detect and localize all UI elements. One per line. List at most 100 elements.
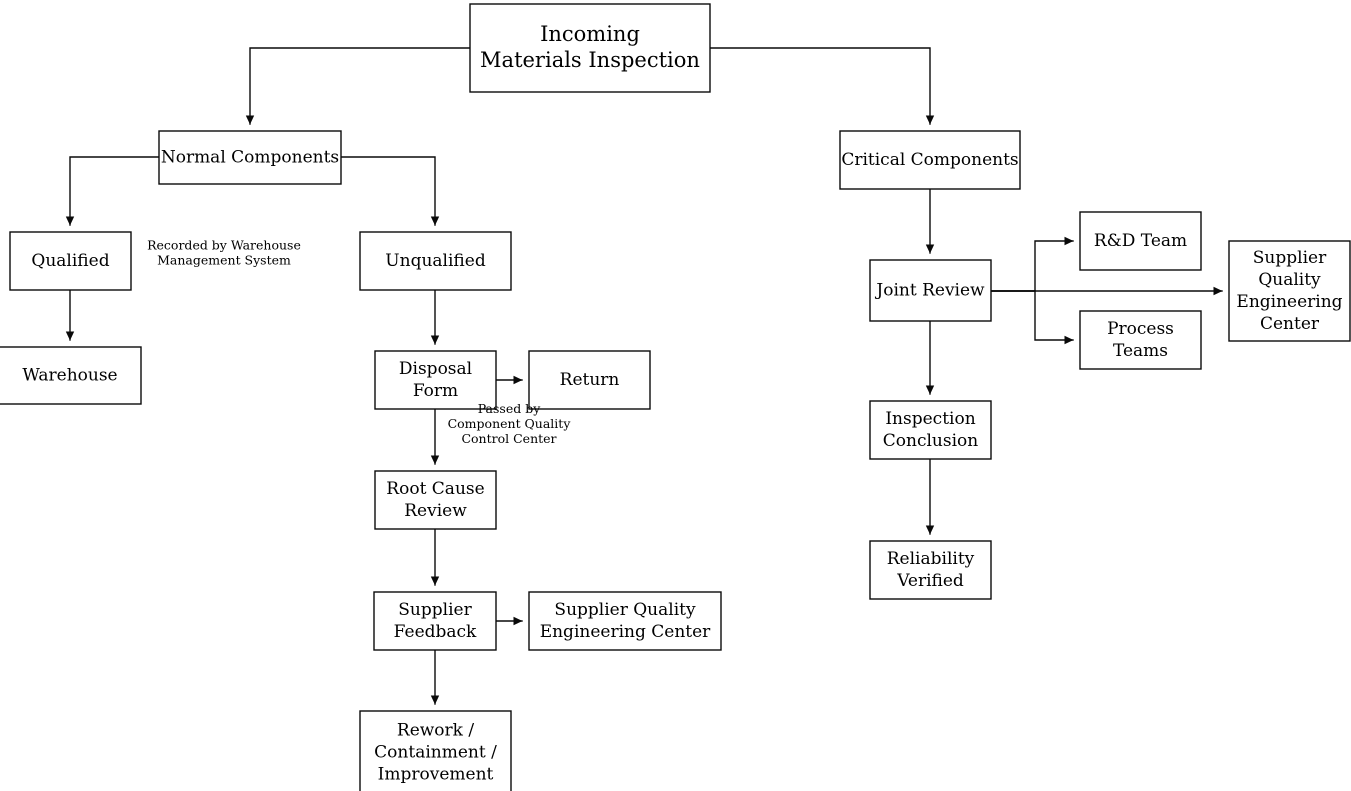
flow-node-joint-review[interactable]: Joint Review: [869, 259, 992, 322]
edge-arrowhead: [1213, 286, 1223, 296]
node-box[interactable]: [469, 3, 711, 93]
edge-label-line: Recorded by Warehouse: [147, 237, 301, 252]
edge-label-line: Component Quality: [448, 416, 572, 431]
node-label-line: Joint Review: [874, 280, 985, 300]
node-label-line: Improvement: [378, 764, 494, 784]
node-label: Qualified: [31, 251, 109, 271]
flow-edge: [925, 188, 935, 254]
node-label-line: Warehouse: [22, 365, 117, 385]
flow-edge: [65, 156, 160, 226]
flow-node-qualified[interactable]: Qualified: [9, 231, 132, 291]
node-box[interactable]: [359, 231, 512, 291]
node-label-line: Supplier Quality: [554, 600, 696, 620]
node-label: Joint Review: [874, 280, 985, 300]
edge-arrowhead: [65, 216, 75, 226]
node-box[interactable]: [869, 400, 992, 460]
node-box[interactable]: [1079, 211, 1202, 271]
node-label-line: Disposal: [399, 359, 472, 379]
node-box[interactable]: [528, 591, 722, 651]
flow-node-warehouse[interactable]: Warehouse: [0, 346, 142, 405]
node-label-line: Materials Inspection: [480, 48, 700, 72]
node-box[interactable]: [374, 350, 497, 410]
node-box[interactable]: [1228, 240, 1351, 342]
flow-edge: [245, 47, 471, 125]
node-box[interactable]: [839, 130, 1021, 190]
edge-label-line: Passed by: [478, 401, 542, 416]
node-box[interactable]: [869, 259, 992, 322]
node-label-line: Qualified: [31, 251, 109, 271]
node-label-line: Unqualified: [385, 251, 486, 271]
flow-node-return[interactable]: Return: [528, 350, 651, 410]
flow-edge: [430, 289, 440, 345]
flow-edge: [709, 47, 935, 125]
edge-label-line: Management System: [157, 252, 291, 267]
node-label: R&D Team: [1094, 231, 1187, 251]
node-label: Warehouse: [22, 365, 117, 385]
flow-edge: [430, 649, 440, 705]
node-label-line: Return: [560, 370, 620, 390]
node-label: Normal Components: [161, 147, 339, 167]
node-box[interactable]: [869, 540, 992, 600]
node-label: Rework /Containment /Improvement: [374, 720, 497, 784]
node-label-line: Normal Components: [161, 147, 339, 167]
flow-node-critical-components[interactable]: Critical Components: [839, 130, 1021, 190]
edge-arrowhead: [65, 331, 75, 341]
flow-edge: [495, 375, 523, 385]
flow-node-rework[interactable]: Rework /Containment /Improvement: [359, 710, 512, 791]
edge-arrowhead: [430, 335, 440, 345]
node-label-line: Conclusion: [883, 431, 978, 451]
edge-arrowhead: [1064, 236, 1074, 246]
node-label-line: Center: [1260, 314, 1320, 334]
edge-line: [69, 156, 160, 226]
node-box[interactable]: [0, 346, 142, 405]
flow-node-rd-team[interactable]: R&D Team: [1079, 211, 1202, 271]
edge-arrowhead: [925, 244, 935, 254]
edge-arrowhead: [925, 525, 935, 535]
edge-arrowhead: [245, 115, 255, 125]
flow-edge: [430, 408, 440, 465]
flow-node-normal-components[interactable]: Normal Components: [158, 130, 342, 185]
node-label-line: Critical Components: [841, 150, 1018, 170]
node-label-line: Containment /: [374, 742, 497, 762]
node-label-line: Rework /: [397, 720, 474, 740]
flow-edge: [65, 289, 75, 341]
node-box[interactable]: [158, 130, 342, 185]
node-box[interactable]: [528, 350, 651, 410]
node-box[interactable]: [374, 470, 497, 530]
node-box[interactable]: [359, 710, 512, 791]
node-box[interactable]: [373, 591, 497, 651]
node-label-line: Inspection: [885, 409, 975, 429]
node-label-line: Supplier: [1253, 248, 1327, 268]
node-box[interactable]: [9, 231, 132, 291]
node-box[interactable]: [1079, 310, 1202, 370]
edge-arrowhead: [430, 455, 440, 465]
node-label-line: Incoming: [540, 22, 640, 46]
edge-line: [340, 156, 436, 226]
edge-arrowhead: [513, 375, 523, 385]
node-label-line: Supplier: [398, 600, 472, 620]
flow-edge: [990, 290, 1074, 345]
flow-node-unqualified[interactable]: Unqualified: [359, 231, 512, 291]
edge-arrowhead: [430, 216, 440, 226]
node-label-line: Reliability: [887, 549, 975, 569]
